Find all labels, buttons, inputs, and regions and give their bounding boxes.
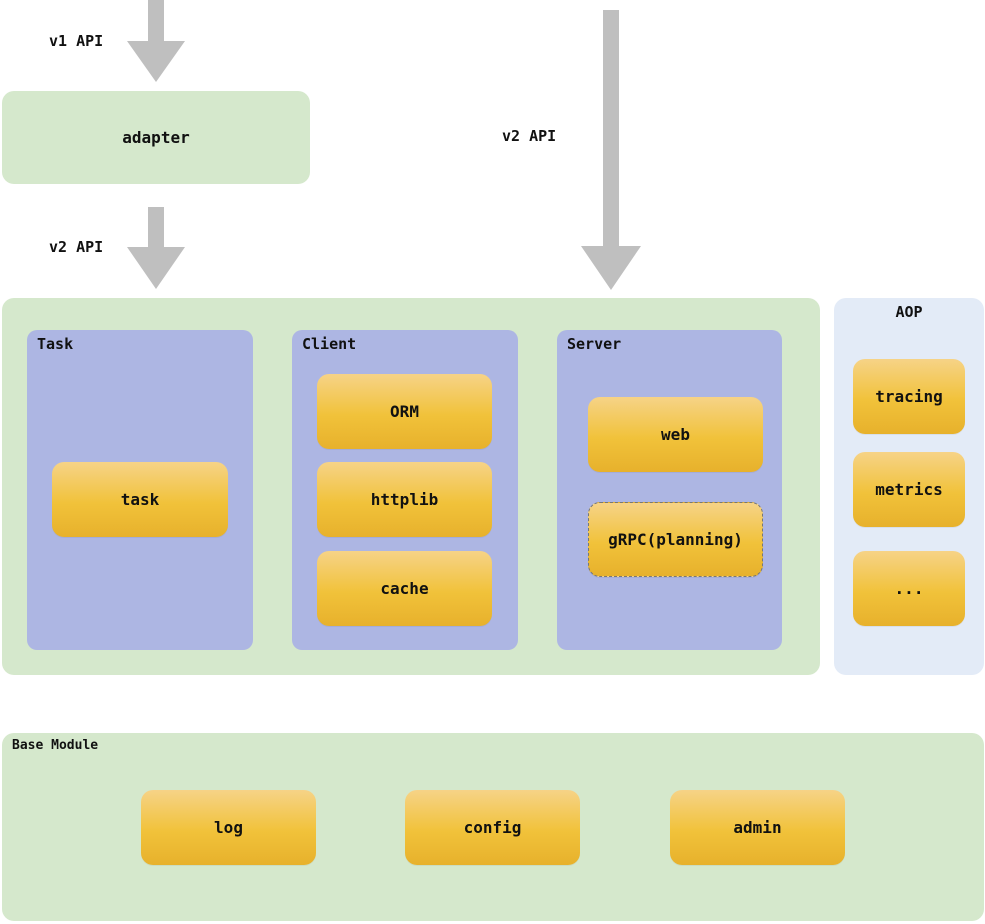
v2-api-label-right: v2 API — [502, 127, 557, 145]
grpc-module: gRPC(planning) — [588, 502, 763, 577]
server-group: Server web gRPC(planning) — [557, 330, 782, 650]
base-module-title: Base Module — [12, 738, 99, 753]
log-module-label: log — [214, 818, 243, 837]
client-group: Client ORM httplib cache — [292, 330, 518, 650]
web-module: web — [588, 397, 763, 472]
v2-api-arrow-right — [581, 10, 641, 290]
metrics-module-label: metrics — [875, 480, 943, 499]
grpc-module-label: gRPC(planning) — [608, 530, 743, 549]
aop-region: AOP tracing metrics ... — [834, 298, 984, 675]
metrics-module: metrics — [853, 452, 965, 527]
task-module: task — [52, 462, 228, 537]
task-group: Task task — [27, 330, 253, 650]
orm-module-label: ORM — [390, 402, 419, 421]
admin-module: admin — [670, 790, 845, 865]
v1-api-label: v1 API — [49, 32, 104, 50]
httplib-module: httplib — [317, 462, 492, 537]
v1-api-arrow — [127, 0, 185, 82]
admin-module-label: admin — [733, 818, 782, 837]
orm-module: ORM — [317, 374, 492, 449]
v2-api-arrow-left — [127, 207, 185, 289]
log-module: log — [141, 790, 316, 865]
more-module: ... — [853, 551, 965, 626]
base-module-region: Base Module log config admin — [2, 733, 984, 921]
aop-title: AOP — [895, 303, 923, 321]
more-module-label: ... — [894, 579, 924, 598]
tracing-module-label: tracing — [875, 387, 943, 406]
client-group-title: Client — [302, 335, 357, 353]
cache-module: cache — [317, 551, 492, 626]
server-group-title: Server — [567, 335, 622, 353]
adapter-label: adapter — [122, 128, 190, 147]
v2-api-label-left: v2 API — [49, 238, 104, 256]
tracing-module: tracing — [853, 359, 965, 434]
config-module-label: config — [463, 818, 522, 837]
task-module-label: task — [120, 490, 160, 509]
task-group-title: Task — [37, 335, 74, 353]
web-module-label: web — [661, 425, 690, 444]
cache-module-label: cache — [380, 579, 429, 598]
adapter-box: adapter — [2, 91, 310, 184]
config-module: config — [405, 790, 580, 865]
httplib-module-label: httplib — [370, 490, 439, 509]
